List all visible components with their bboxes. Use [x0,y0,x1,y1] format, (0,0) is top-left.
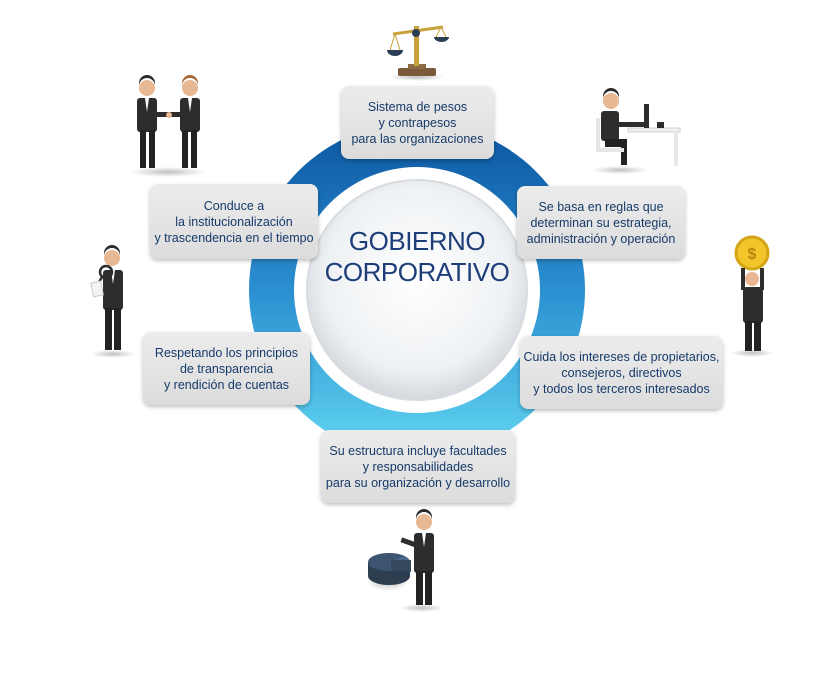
box-lower-left-line-1: Respetando los principios [154,345,299,360]
handshake-icon [130,75,206,177]
center-title-line-1: GOBIERNO [348,226,486,256]
box-upper-right: Se basa en reglas que determinan su estr… [517,186,685,259]
box-lower-left: Respetando los principios de transparenc… [143,332,310,405]
box-top: Sistema de pesos y contrapesos para las … [341,86,494,159]
box-upper-left: Conduce a la institucionalización y tras… [150,184,318,259]
desk-worker-icon [592,88,681,174]
pie-chart-person-icon [367,509,444,612]
box-lower-right: Cuida los intereses de propietarios, con… [520,336,723,409]
center-disc [306,179,528,401]
box-bottom-line-1: Su estructura incluye facultades [329,443,507,458]
box-upper-right-line-3: administración y operación [526,231,676,246]
coin-person-icon: $ [730,235,774,357]
box-upper-right-line-1: Se basa en reglas que [538,199,664,214]
box-top-line-1: Sistema de pesos [367,99,468,114]
svg-text:$: $ [748,246,757,263]
box-upper-left-line-2: la institucionalización [175,214,293,229]
box-lower-right-line-2: consejeros, directivos [561,365,682,380]
box-upper-left-line-3: y trascendencia en el tiempo [154,230,314,245]
box-bottom: Su estructura incluye facultades y respo… [321,430,515,503]
box-upper-left-line-1: Conduce a [203,198,265,213]
center-title-line-2: CORPORATIVO [324,257,510,287]
box-lower-right-line-1: Cuida los intereses de propietarios, [523,349,720,364]
box-upper-right-line-2: determinan su estrategia, [530,215,672,230]
center-title: GOBIERNO CORPORATIVO [318,226,516,288]
box-bottom-line-3: para su organización y desarrollo [325,475,511,490]
magnifier-person-icon [90,245,135,358]
box-bottom-line-2: y responsabilidades [362,459,474,474]
box-lower-left-line-3: y rendición de cuentas [163,377,290,392]
box-lower-right-line-3: y todos los terceros interesados [533,381,710,396]
box-lower-left-line-2: de transparencia [179,361,274,376]
box-top-line-2: y contrapesos [378,115,457,130]
scale-icon [387,25,449,81]
box-top-line-3: para las organizaciones [351,131,484,146]
